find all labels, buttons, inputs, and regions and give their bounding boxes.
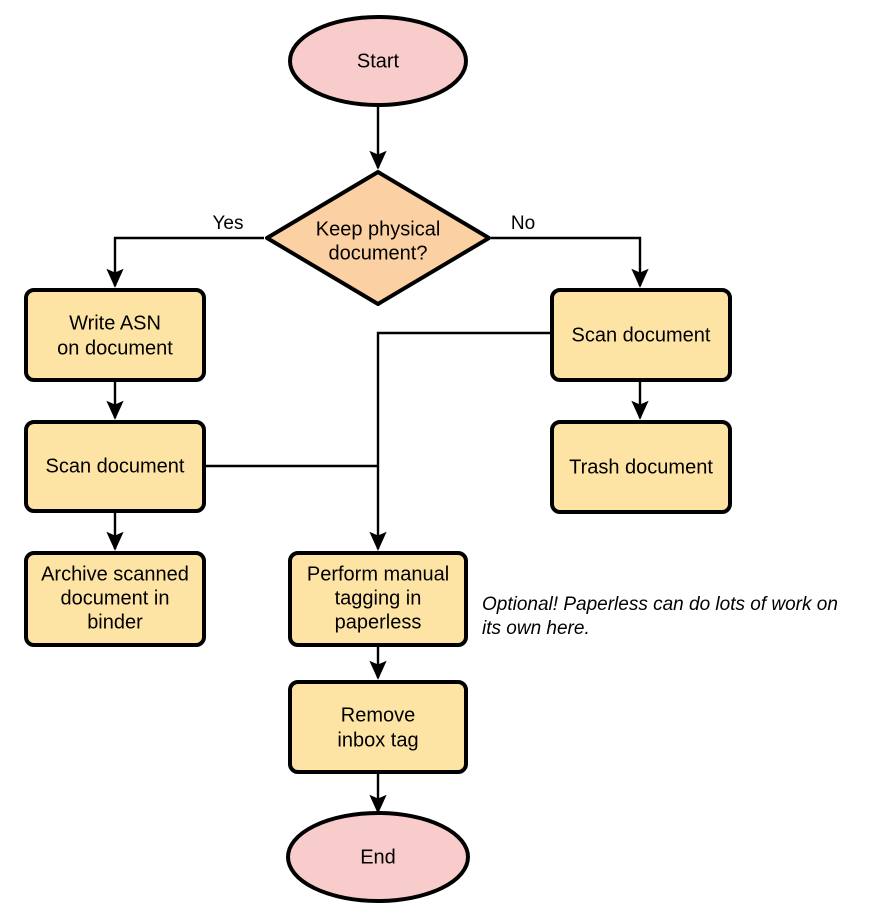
remove-inbox-box xyxy=(288,680,468,774)
node-archive-scanned-document[interactable]: Archive scanned document in binder xyxy=(24,551,206,647)
end-label: End xyxy=(360,846,396,868)
write-asn-label-line1: Write ASN xyxy=(69,312,161,334)
archive-label-line1: Archive scanned xyxy=(41,563,189,585)
node-perform-manual-tagging[interactable]: Perform manual tagging in paperless xyxy=(288,551,468,647)
archive-label-line3: binder xyxy=(87,611,143,633)
node-write-asn[interactable]: Write ASN on document xyxy=(24,288,206,382)
node-end[interactable]: End xyxy=(286,811,470,903)
edge-decision-yes-to-write-asn xyxy=(106,236,264,288)
node-trash-document[interactable]: Trash document xyxy=(550,420,732,514)
optional-note-line1: Optional! Paperless can do lots of work … xyxy=(482,594,838,615)
scan-document-right-box xyxy=(550,288,732,382)
node-remove-inbox-tag[interactable]: Remove inbox tag xyxy=(288,680,468,774)
trash-document-label: Trash document xyxy=(569,456,713,478)
decision-diamond xyxy=(265,170,491,306)
manual-tagging-label-line2: tagging in xyxy=(335,587,422,609)
edge-label-no: No xyxy=(511,213,535,234)
end-ellipse xyxy=(286,811,470,903)
remove-inbox-label-line2: inbox tag xyxy=(337,729,418,751)
manual-tagging-label-line3: paperless xyxy=(335,611,422,633)
decision-label-line1: Keep physical xyxy=(316,218,441,240)
annotation-optional-note: Optional! Paperless can do lots of work … xyxy=(482,594,838,639)
archive-box xyxy=(24,551,206,647)
scan-document-left-box xyxy=(24,420,206,513)
archive-label-line2: document in xyxy=(61,587,170,609)
start-ellipse xyxy=(288,15,468,107)
edge-scan-right-to-manual-tagging xyxy=(369,331,551,551)
node-scan-document-left[interactable]: Scan document xyxy=(24,420,206,513)
optional-note-line2: its own here. xyxy=(482,618,590,639)
write-asn-label-line2: on document xyxy=(57,337,173,359)
decision-label-line2: document? xyxy=(329,242,428,264)
remove-inbox-label-line1: Remove xyxy=(341,704,415,726)
scan-document-right-label: Scan document xyxy=(572,324,711,346)
node-start[interactable]: Start xyxy=(288,15,468,107)
trash-document-box xyxy=(550,420,732,514)
manual-tagging-box xyxy=(288,551,468,647)
node-scan-document-right[interactable]: Scan document xyxy=(550,288,732,382)
node-decision-keep-physical-document[interactable]: Keep physical document? xyxy=(265,170,491,306)
manual-tagging-label-line1: Perform manual xyxy=(307,563,449,585)
write-asn-box xyxy=(24,288,206,382)
scan-document-left-label: Scan document xyxy=(46,455,185,477)
edge-label-yes: Yes xyxy=(213,213,244,234)
start-label: Start xyxy=(357,50,400,72)
edge-decision-no-to-scan-right xyxy=(491,236,649,288)
